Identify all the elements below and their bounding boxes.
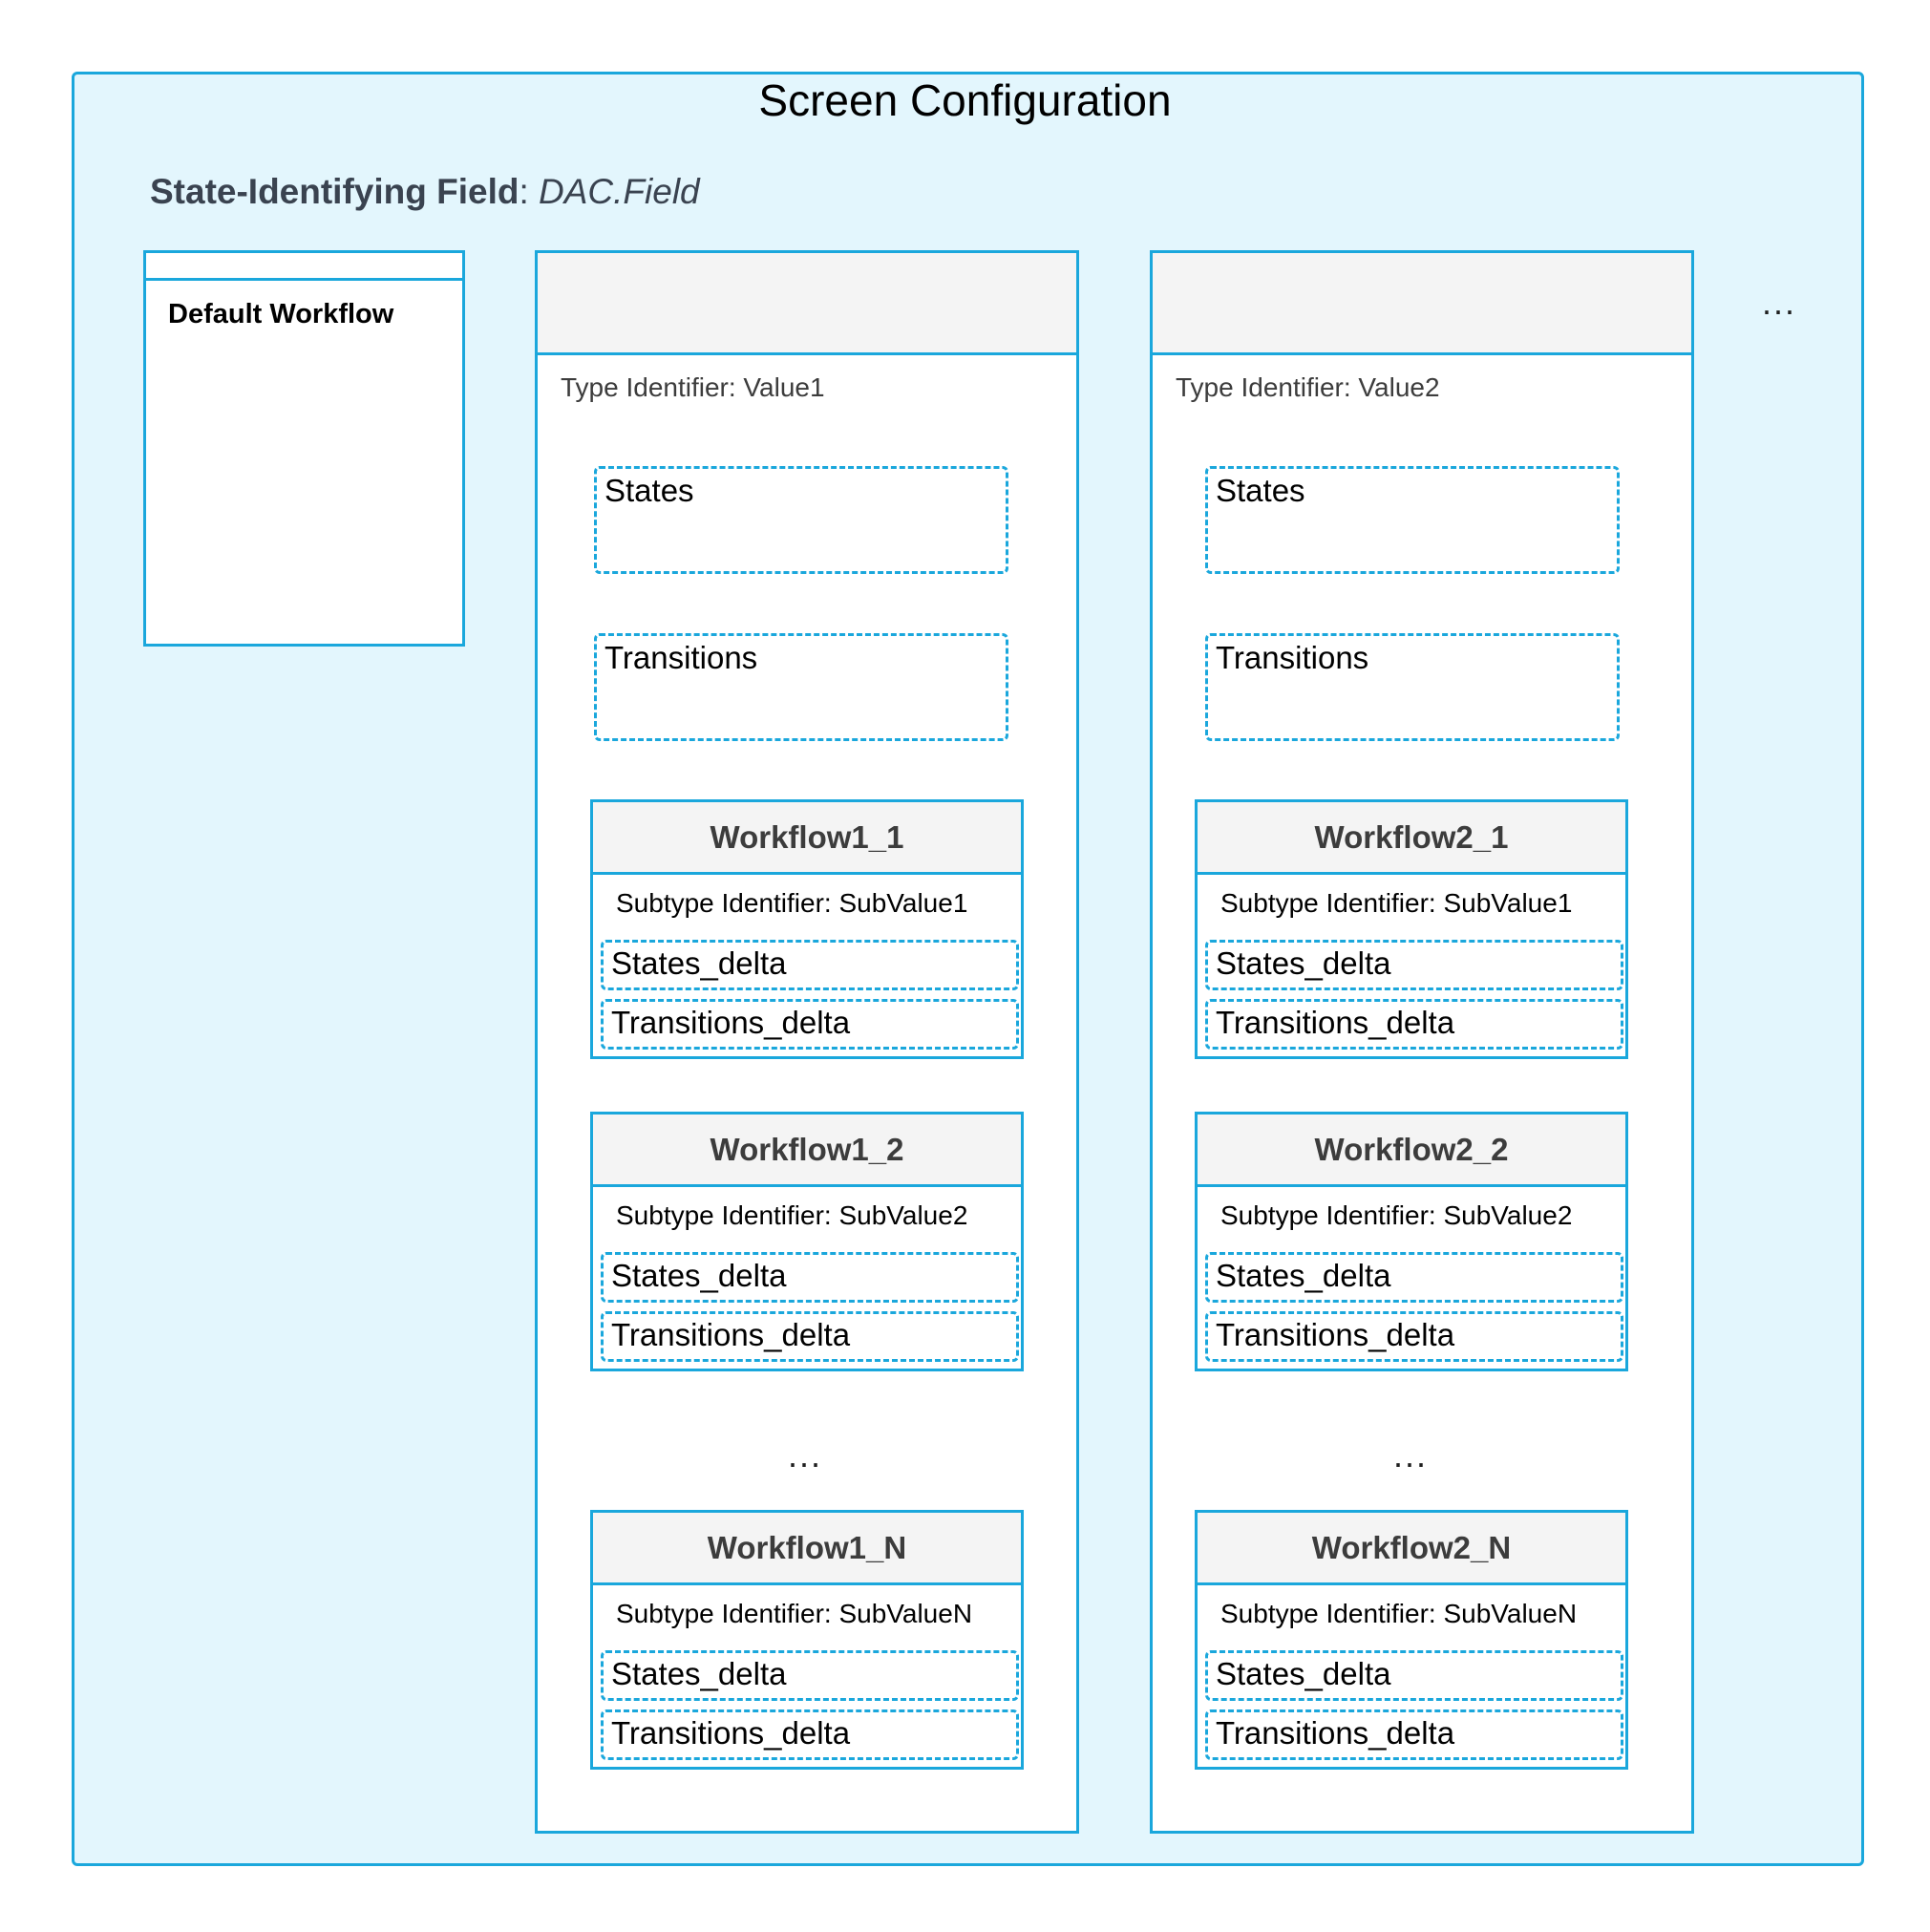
transitions-delta-box: Transitions_delta [601,999,1019,1050]
transitions-delta-label: Transitions_delta [1216,1005,1455,1040]
states-delta-label: States_delta [1216,1258,1391,1293]
workflow-box: Workflow1_N Subtype Identifier: SubValue… [590,1510,1024,1770]
subtype-identifier: Subtype Identifier: SubValue1 [616,888,968,918]
transitions-delta-box: Transitions_delta [1205,1709,1623,1760]
states-delta-label: States_delta [1216,1656,1391,1691]
subtype-identifier: Subtype Identifier: SubValue2 [1220,1200,1573,1230]
workflow-ellipsis: ... [1393,1435,1429,1475]
transitions-label: Transitions [604,640,758,675]
state-identifying-field: State-Identifying Field: DAC.Field [150,172,700,212]
workflow-name: Workflow2_2 [1198,1115,1625,1187]
default-workflow-header [146,253,462,281]
transitions-delta-box: Transitions_delta [601,1311,1019,1362]
states-box: States [594,466,1008,574]
state-field-value: DAC.Field [539,172,700,211]
workflow-name: Workflow1_N [593,1513,1021,1585]
workflow-box: Workflow1_1 Subtype Identifier: SubValue… [590,799,1024,1059]
workflow-box: Workflow1_2 Subtype Identifier: SubValue… [590,1112,1024,1371]
type-identifier: Type Identifier: Value2 [1176,372,1440,402]
transitions-delta-label: Transitions_delta [1216,1715,1455,1751]
states-delta-box: States_delta [1205,1252,1623,1303]
states-box: States [1205,466,1620,574]
transitions-delta-box: Transitions_delta [1205,1311,1623,1362]
subtype-identifier: Subtype Identifier: SubValueN [1220,1599,1578,1628]
subtype-identifier: Subtype Identifier: SubValue1 [1220,888,1573,918]
workflow-name: Workflow1_2 [593,1115,1021,1187]
workflow-name: Workflow2_N [1198,1513,1625,1585]
workflow-box: Workflow2_N Subtype Identifier: SubValue… [1195,1510,1628,1770]
states-delta-label: States_delta [1216,945,1391,981]
workflow-ellipsis: ... [788,1435,823,1475]
screen-title: Screen Configuration [758,75,1172,125]
default-workflow-label: Default Workflow [168,299,394,329]
transitions-box: Transitions [594,633,1008,741]
states-delta-box: States_delta [601,1252,1019,1303]
state-field-separator: : [519,172,529,211]
states-label: States [604,473,694,508]
transitions-label: Transitions [1216,640,1369,675]
workflow-box: Workflow2_1 Subtype Identifier: SubValue… [1195,799,1628,1059]
transitions-box: Transitions [1205,633,1620,741]
transitions-delta-box: Transitions_delta [601,1709,1019,1760]
default-workflow-box: Default Workflow [143,250,465,647]
subtype-identifier: Subtype Identifier: SubValue2 [616,1200,968,1230]
states-label: States [1216,473,1305,508]
states-delta-label: States_delta [611,945,787,981]
transitions-delta-box: Transitions_delta [1205,999,1623,1050]
transitions-delta-label: Transitions_delta [611,1005,851,1040]
type-identifier: Type Identifier: Value1 [561,372,825,402]
subtype-identifier: Subtype Identifier: SubValueN [616,1599,973,1628]
type-column-header [538,253,1076,355]
states-delta-label: States_delta [611,1258,787,1293]
type-column-header [1153,253,1691,355]
workflow-name: Workflow2_1 [1198,802,1625,875]
workflow-box: Workflow2_2 Subtype Identifier: SubValue… [1195,1112,1628,1371]
states-delta-box: States_delta [601,940,1019,990]
state-field-label: State-Identifying Field [150,172,520,211]
transitions-delta-label: Transitions_delta [611,1715,851,1751]
transitions-delta-label: Transitions_delta [611,1317,851,1352]
states-delta-label: States_delta [611,1656,787,1691]
states-delta-box: States_delta [1205,1650,1623,1701]
states-delta-box: States_delta [1205,940,1623,990]
more-columns-ellipsis: ... [1762,283,1797,322]
workflow-name: Workflow1_1 [593,802,1021,875]
transitions-delta-label: Transitions_delta [1216,1317,1455,1352]
states-delta-box: States_delta [601,1650,1019,1701]
